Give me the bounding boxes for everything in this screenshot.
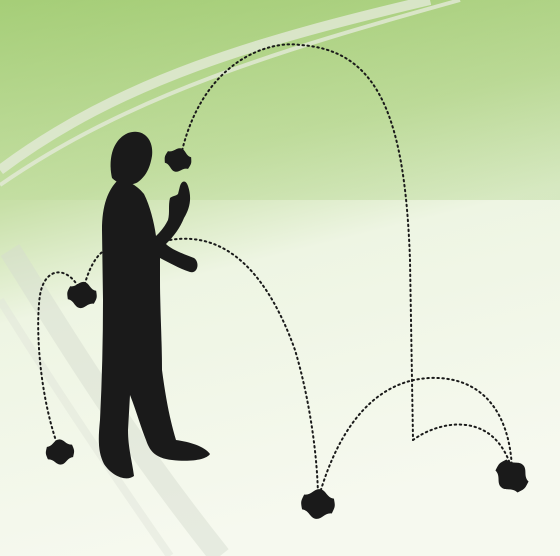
- background-tint: [0, 0, 560, 200]
